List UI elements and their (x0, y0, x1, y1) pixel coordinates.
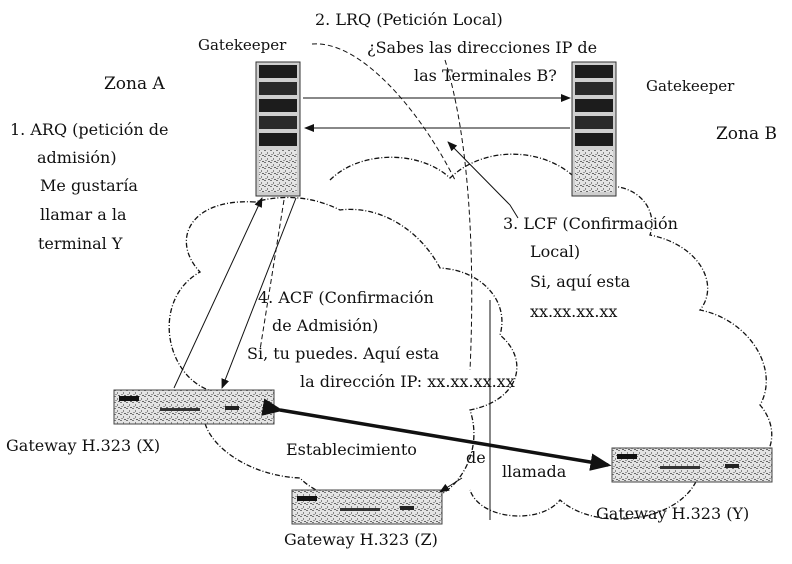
gateway-y-device (612, 448, 772, 482)
gatekeeper-b-server (572, 62, 616, 196)
gatekeeper-a-label: Gatekeeper (198, 33, 286, 57)
gatekeeper-a-server (256, 62, 300, 196)
lrq-line-2: ¿Sabes las direcciones IP de (367, 36, 597, 60)
call-setup-word-1: Establecimiento (286, 438, 417, 462)
lrq-line-1: 2. LRQ (Petición Local) (315, 8, 503, 32)
arq-line-5: terminal Y (38, 232, 122, 256)
leader-lrq (445, 60, 472, 370)
gateway-y-label: Gateway H.323 (Y) (596, 502, 749, 526)
gatekeeper-b-label: Gatekeeper (646, 74, 734, 98)
gateway-x-device (114, 390, 274, 424)
acf-line-1: 4. ACF (Confirmación (258, 286, 434, 310)
lcf-line-4: xx.xx.xx.xx (530, 300, 617, 324)
acf-line-3: Si, tu puedes. Aquí esta (247, 342, 439, 366)
gateway-z-link (440, 478, 462, 492)
gateway-z-device (292, 490, 442, 524)
call-setup-word-3: llamada (502, 460, 566, 484)
arq-line-4: llamar a la (40, 203, 127, 227)
arq-line-3: Me gustaría (40, 174, 138, 198)
lcf-line-2: Local) (530, 240, 580, 264)
arq-line-2: admisión) (37, 146, 117, 170)
acf-line-4: la dirección IP: xx.xx.xx.xx (300, 370, 515, 394)
lcf-line-3: Si, aquí esta (530, 270, 630, 294)
zone-b-label: Zona B (716, 122, 777, 146)
gateway-x-label: Gateway H.323 (X) (6, 434, 160, 458)
acf-line-2: de Admisión) (272, 314, 378, 338)
call-setup-word-2: de (466, 446, 486, 470)
gateway-z-label: Gateway H.323 (Z) (284, 528, 438, 552)
arq-line-1: 1. ARQ (petición de (10, 118, 168, 142)
lrq-line-3: las Terminales B? (414, 64, 557, 88)
zone-a-label: Zona A (104, 72, 165, 96)
lcf-pointer (448, 142, 518, 218)
lcf-line-1: 3. LCF (Confirmación (503, 212, 678, 236)
